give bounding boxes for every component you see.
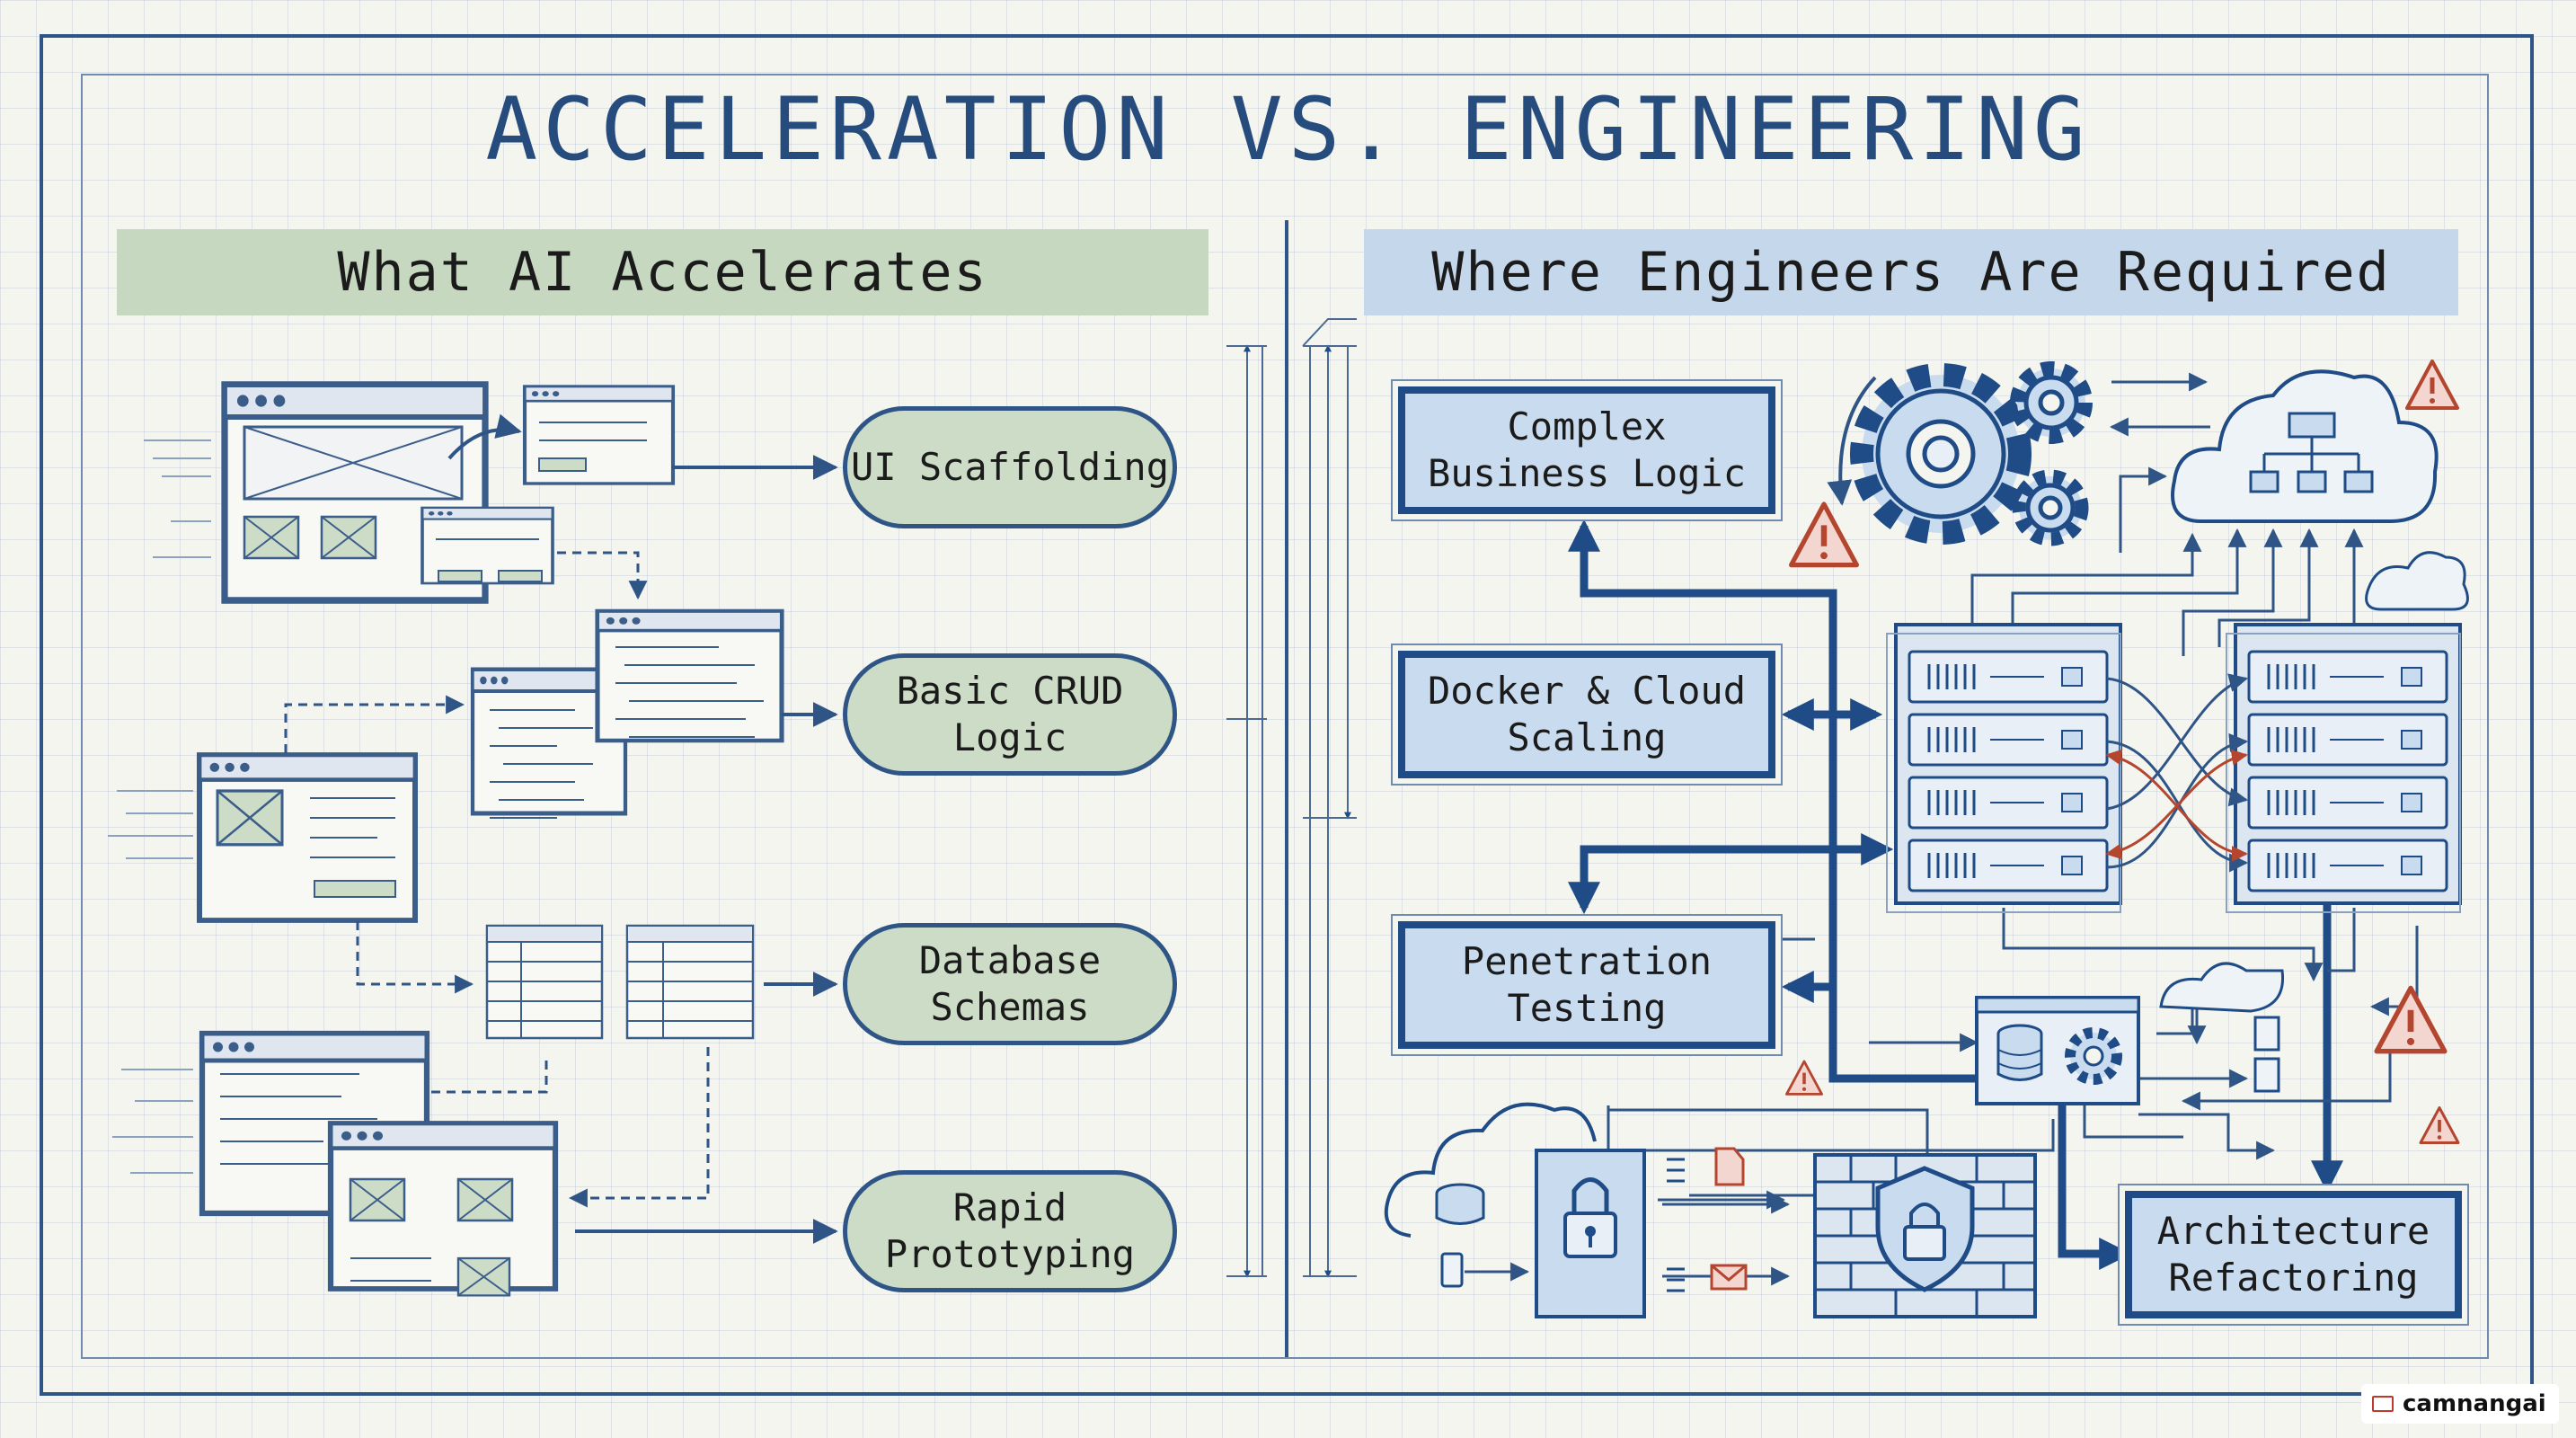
database-icon bbox=[1975, 996, 2140, 1105]
book-icon bbox=[2372, 1396, 2394, 1412]
rapid-prototyping-wireframes bbox=[112, 1034, 838, 1297]
right-section-header: Where Engineers Are Required bbox=[1364, 229, 2458, 315]
gear-icon bbox=[1850, 361, 2093, 546]
firewall-shield-icon bbox=[1813, 1153, 2037, 1318]
cloud-icon bbox=[2171, 369, 2439, 523]
warning-icon bbox=[2419, 1105, 2460, 1145]
warning-icon bbox=[1784, 1060, 1824, 1096]
small-cloud-icon bbox=[2365, 551, 2469, 611]
outer-frame bbox=[40, 34, 2534, 1396]
ai-item-database-schemas: Database Schemas bbox=[843, 923, 1177, 1045]
document-stack-icon bbox=[2159, 962, 2285, 1093]
engineer-item-penetration-testing: Penetration Testing bbox=[1398, 921, 1775, 1049]
inner-frame bbox=[81, 74, 2489, 1359]
database-schema-tables bbox=[356, 921, 838, 1040]
padlock-icon bbox=[1535, 1149, 1646, 1318]
document-icon bbox=[1667, 1147, 1745, 1292]
small-device-icon bbox=[1440, 1252, 1464, 1288]
warning-icon bbox=[1792, 504, 1857, 565]
engineer-item-complex-business-logic: Complex Business Logic bbox=[1398, 386, 1775, 514]
watermark-text: camnangai bbox=[2403, 1390, 2546, 1417]
ai-item-ui-scaffolding: UI Scaffolding bbox=[843, 406, 1177, 528]
ai-item-rapid-prototyping: Rapid Prototyping bbox=[843, 1170, 1177, 1292]
server-rack-icon bbox=[1886, 623, 2462, 913]
main-connectors bbox=[1568, 519, 2343, 1270]
measurement-lines bbox=[1226, 318, 1357, 1278]
engineer-item-docker-cloud-scaling: Docker & Cloud Scaling bbox=[1398, 651, 1775, 778]
ui-scaffolding-wireframes bbox=[144, 385, 838, 600]
mail-icon bbox=[1710, 1264, 1748, 1291]
security-cloud-icon bbox=[1384, 1102, 1597, 1238]
left-section-header: What AI Accelerates bbox=[117, 229, 1208, 315]
warning-icon bbox=[2407, 361, 2457, 408]
warning-icon bbox=[2377, 989, 2445, 1052]
server-cross-links bbox=[2105, 673, 2249, 873]
crud-code-windows bbox=[108, 611, 838, 920]
watermark-badge: camnangai bbox=[2361, 1384, 2559, 1424]
page-title: ACCELERATION VS. ENGINEERING bbox=[485, 79, 2091, 180]
ai-item-basic-crud-logic: Basic CRUD Logic bbox=[843, 653, 1177, 776]
engineer-item-architecture-refactoring: Architecture Refactoring bbox=[2125, 1191, 2462, 1318]
